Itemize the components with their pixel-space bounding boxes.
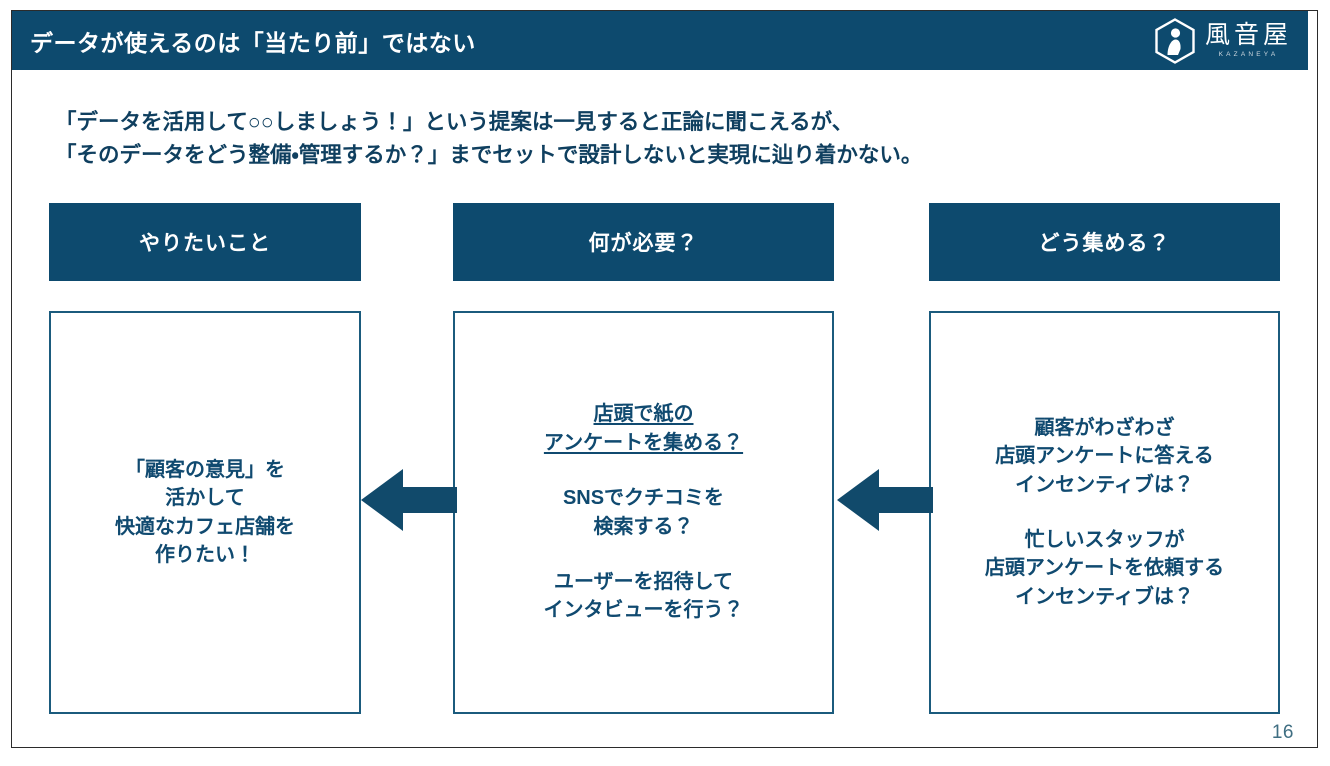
content-entry: 「顧客の意見」を 活かして 快適なカフェ店舗を 作りたい！: [115, 456, 295, 570]
content-line: 検索する？: [593, 515, 694, 538]
content-line: 忙しいスタッフが: [1024, 529, 1185, 551]
content-line: 作りたい！: [155, 543, 255, 566]
logo-wordmark: 風音屋 KAZANEYA: [1204, 20, 1292, 59]
hexagon-person-icon: [1154, 17, 1196, 64]
arrow-right-to-middle-icon: [837, 465, 933, 535]
page-title: データが使えるのは「当たり前」ではない: [30, 29, 476, 56]
page-number: 16: [1271, 722, 1294, 743]
content-line: インセンティブは？: [1015, 585, 1194, 608]
column-box-dou-atsumeru: 顧客がわざわざ 店頭アンケートに答える インセンティブは？ 忙しいスタッフが 店…: [929, 311, 1280, 714]
brand-logo: 風音屋 KAZANEYA: [1154, 17, 1292, 64]
column-box-yaritaikoto: 「顧客の意見」を 活かして 快適なカフェ店舗を 作りたい！: [49, 311, 361, 714]
column-content: 店頭で紙の アンケートを集める？ SNSでクチコミを 検索する？ ユーザーを招待…: [536, 400, 752, 624]
content-line: 「顧客の意見」を: [125, 458, 285, 481]
column-content: 顧客がわざわざ 店頭アンケートに答える インセンティブは？ 忙しいスタッフが 店…: [977, 414, 1232, 611]
content-entry: 忙しいスタッフが 店頭アンケートを依頼する インセンティブは？: [985, 526, 1224, 611]
column-header-label: やりたいこと: [139, 232, 271, 255]
content-line: 店頭で紙の: [593, 403, 694, 426]
content-line: 顧客がわざわざ: [1034, 416, 1175, 439]
content-line: 店頭アンケートを依頼する: [984, 557, 1225, 580]
logo-roman: KAZANEYA: [1218, 50, 1279, 58]
content-line: アンケートを集める？: [543, 431, 744, 454]
lead-paragraph: 「データを活用して○○しましょう！」という提案は一見すると正論に聞こえるが、 「…: [55, 106, 1255, 173]
logo-kanji: 風音屋: [1204, 20, 1292, 49]
lead-line-2: 「そのデータをどう整備・管理するか？」までセットで設計しないと実現に辿り着かない…: [55, 143, 923, 168]
slide-title-bar: データが使えるのは「当たり前」ではない 風音屋 KAZANEYA: [12, 11, 1308, 70]
content-line: インセンティブは？: [1015, 473, 1194, 496]
content-line: ユーザーを招待して: [554, 570, 733, 593]
column-header-dou-atsumeru: どう集める？: [929, 203, 1280, 281]
content-line: 店頭アンケートに答える: [995, 445, 1214, 468]
column-content: 「顧客の意見」を 活かして 快適なカフェ店舗を 作りたい！: [107, 456, 303, 570]
content-entry-highlighted: 店頭で紙の アンケートを集める？: [544, 400, 744, 457]
content-line: インタビューを行う？: [543, 599, 744, 622]
content-line: 快適なカフェ店舗を: [115, 515, 295, 538]
column-header-nani-ga-hitsuyou: 何が必要？: [453, 203, 834, 281]
column-header-yaritaikoto: やりたいこと: [49, 203, 361, 281]
content-line: 活かして: [165, 487, 245, 510]
arrow-middle-to-left-icon: [361, 465, 457, 535]
content-entry: SNSでクチコミを 検索する？: [544, 484, 744, 541]
content-entry: 顧客がわざわざ 店頭アンケートに答える インセンティブは？: [985, 414, 1224, 499]
column-header-label: 何が必要？: [588, 232, 699, 255]
column-header-label: どう集める？: [1038, 232, 1171, 255]
content-line: SNSでクチコミを: [562, 487, 725, 510]
content-entry: ユーザーを招待して インタビューを行う？: [544, 568, 744, 625]
lead-line-1: 「データを活用して○○しましょう！」という提案は一見すると正論に聞こえるが、: [55, 110, 854, 134]
column-box-nani-ga-hitsuyou: 店頭で紙の アンケートを集める？ SNSでクチコミを 検索する？ ユーザーを招待…: [453, 311, 834, 714]
